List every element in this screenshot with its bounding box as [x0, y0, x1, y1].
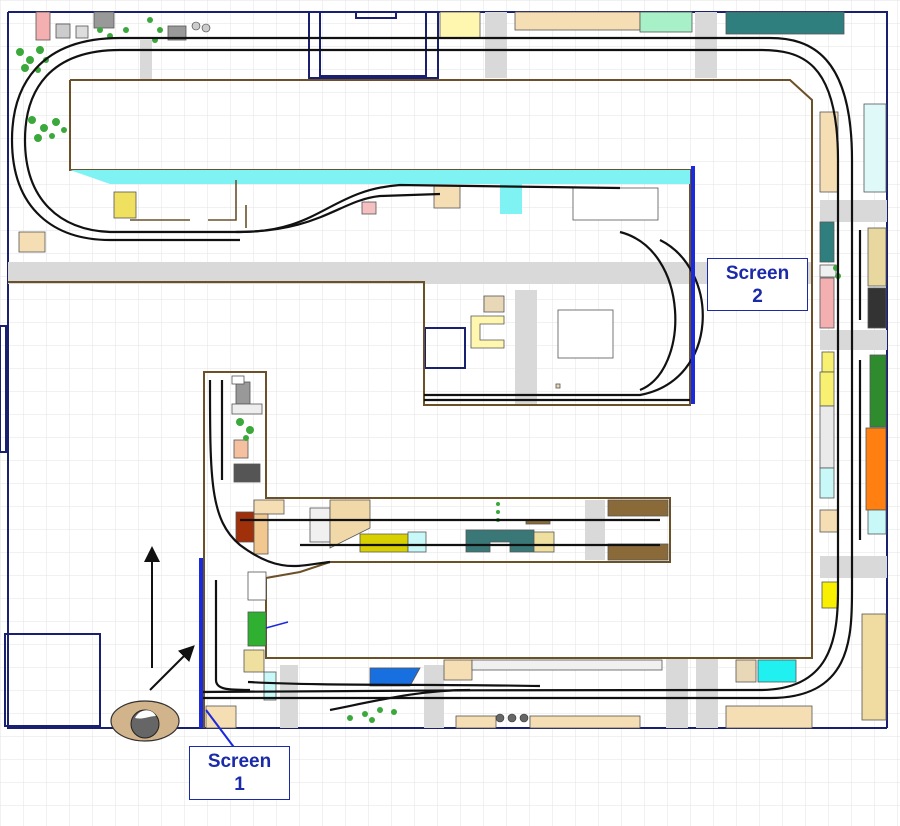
view-arrow-diagonal [149, 645, 195, 691]
screen-small-tick [265, 621, 289, 629]
viewer-figure [110, 700, 180, 742]
track-main [10, 36, 862, 712]
room-walls [0, 11, 888, 729]
screen-2-label-line2: 2 [752, 285, 763, 307]
benchwork-details [130, 180, 247, 228]
screen-1-pointer [205, 709, 237, 751]
screen-2-label: Screen 2 [707, 258, 808, 311]
trees [16, 17, 841, 723]
aisles [8, 12, 887, 728]
backdrop-strip [70, 170, 690, 184]
screen-2-label-line1: Screen [725, 262, 790, 284]
buildings [18, 11, 887, 729]
rocks [191, 21, 529, 723]
screen-1-label-line2: 1 [234, 774, 245, 795]
backdrop-block [500, 184, 522, 214]
screen-1-label-line1: Screen [207, 751, 272, 772]
screen-1-label: Screen 1 [189, 746, 290, 800]
